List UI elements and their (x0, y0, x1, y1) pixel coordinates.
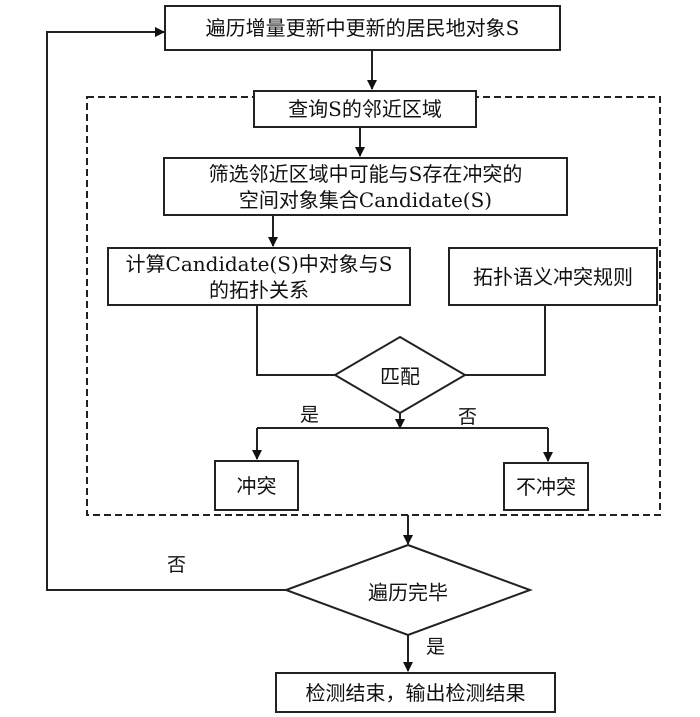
match-no-label: 否 (458, 406, 478, 428)
compute-text-1: 计算Candidate(S)中对象与S (125, 251, 393, 276)
done-no-label: 否 (167, 554, 187, 576)
query-box: 查询S的邻近区域 (253, 90, 477, 128)
conflict-box: 冲突 (214, 460, 299, 511)
rules-text: 拓扑语义冲突规则 (473, 264, 633, 289)
no-conflict-box: 不冲突 (503, 462, 589, 511)
filter-text-2: 空间对象集合Candidate(S) (238, 187, 493, 212)
query-text: 查询S的邻近区域 (288, 97, 442, 121)
conflict-text: 冲突 (236, 473, 277, 498)
traverse-box: 遍历增量更新中更新的居民地对象S (164, 5, 561, 51)
filter-text-1: 筛选邻近区域中可能与S存在冲突的 (208, 161, 523, 186)
match-text: 匹配 (380, 364, 420, 389)
match-yes-label: 是 (300, 404, 320, 426)
line-compute-match (256, 305, 335, 376)
end-box: 检测结束，输出检测结果 (275, 672, 556, 713)
rules-box: 拓扑语义冲突规则 (448, 247, 658, 306)
compute-text-2: 的拓扑关系 (209, 277, 309, 302)
compute-box: 计算Candidate(S)中对象与S 的拓扑关系 (107, 247, 411, 306)
done-yes-label: 是 (426, 636, 446, 658)
traverse-text: 遍历增量更新中更新的居民地对象S (205, 16, 520, 40)
loop-back-arrow (46, 27, 286, 591)
line-rules-match (465, 305, 546, 376)
filter-box: 筛选邻近区域中可能与S存在冲突的 空间对象集合Candidate(S) (163, 157, 568, 216)
end-text: 检测结束，输出检测结果 (305, 680, 526, 705)
no-conflict-text: 不冲突 (516, 474, 576, 499)
done-text: 遍历完毕 (368, 580, 448, 605)
